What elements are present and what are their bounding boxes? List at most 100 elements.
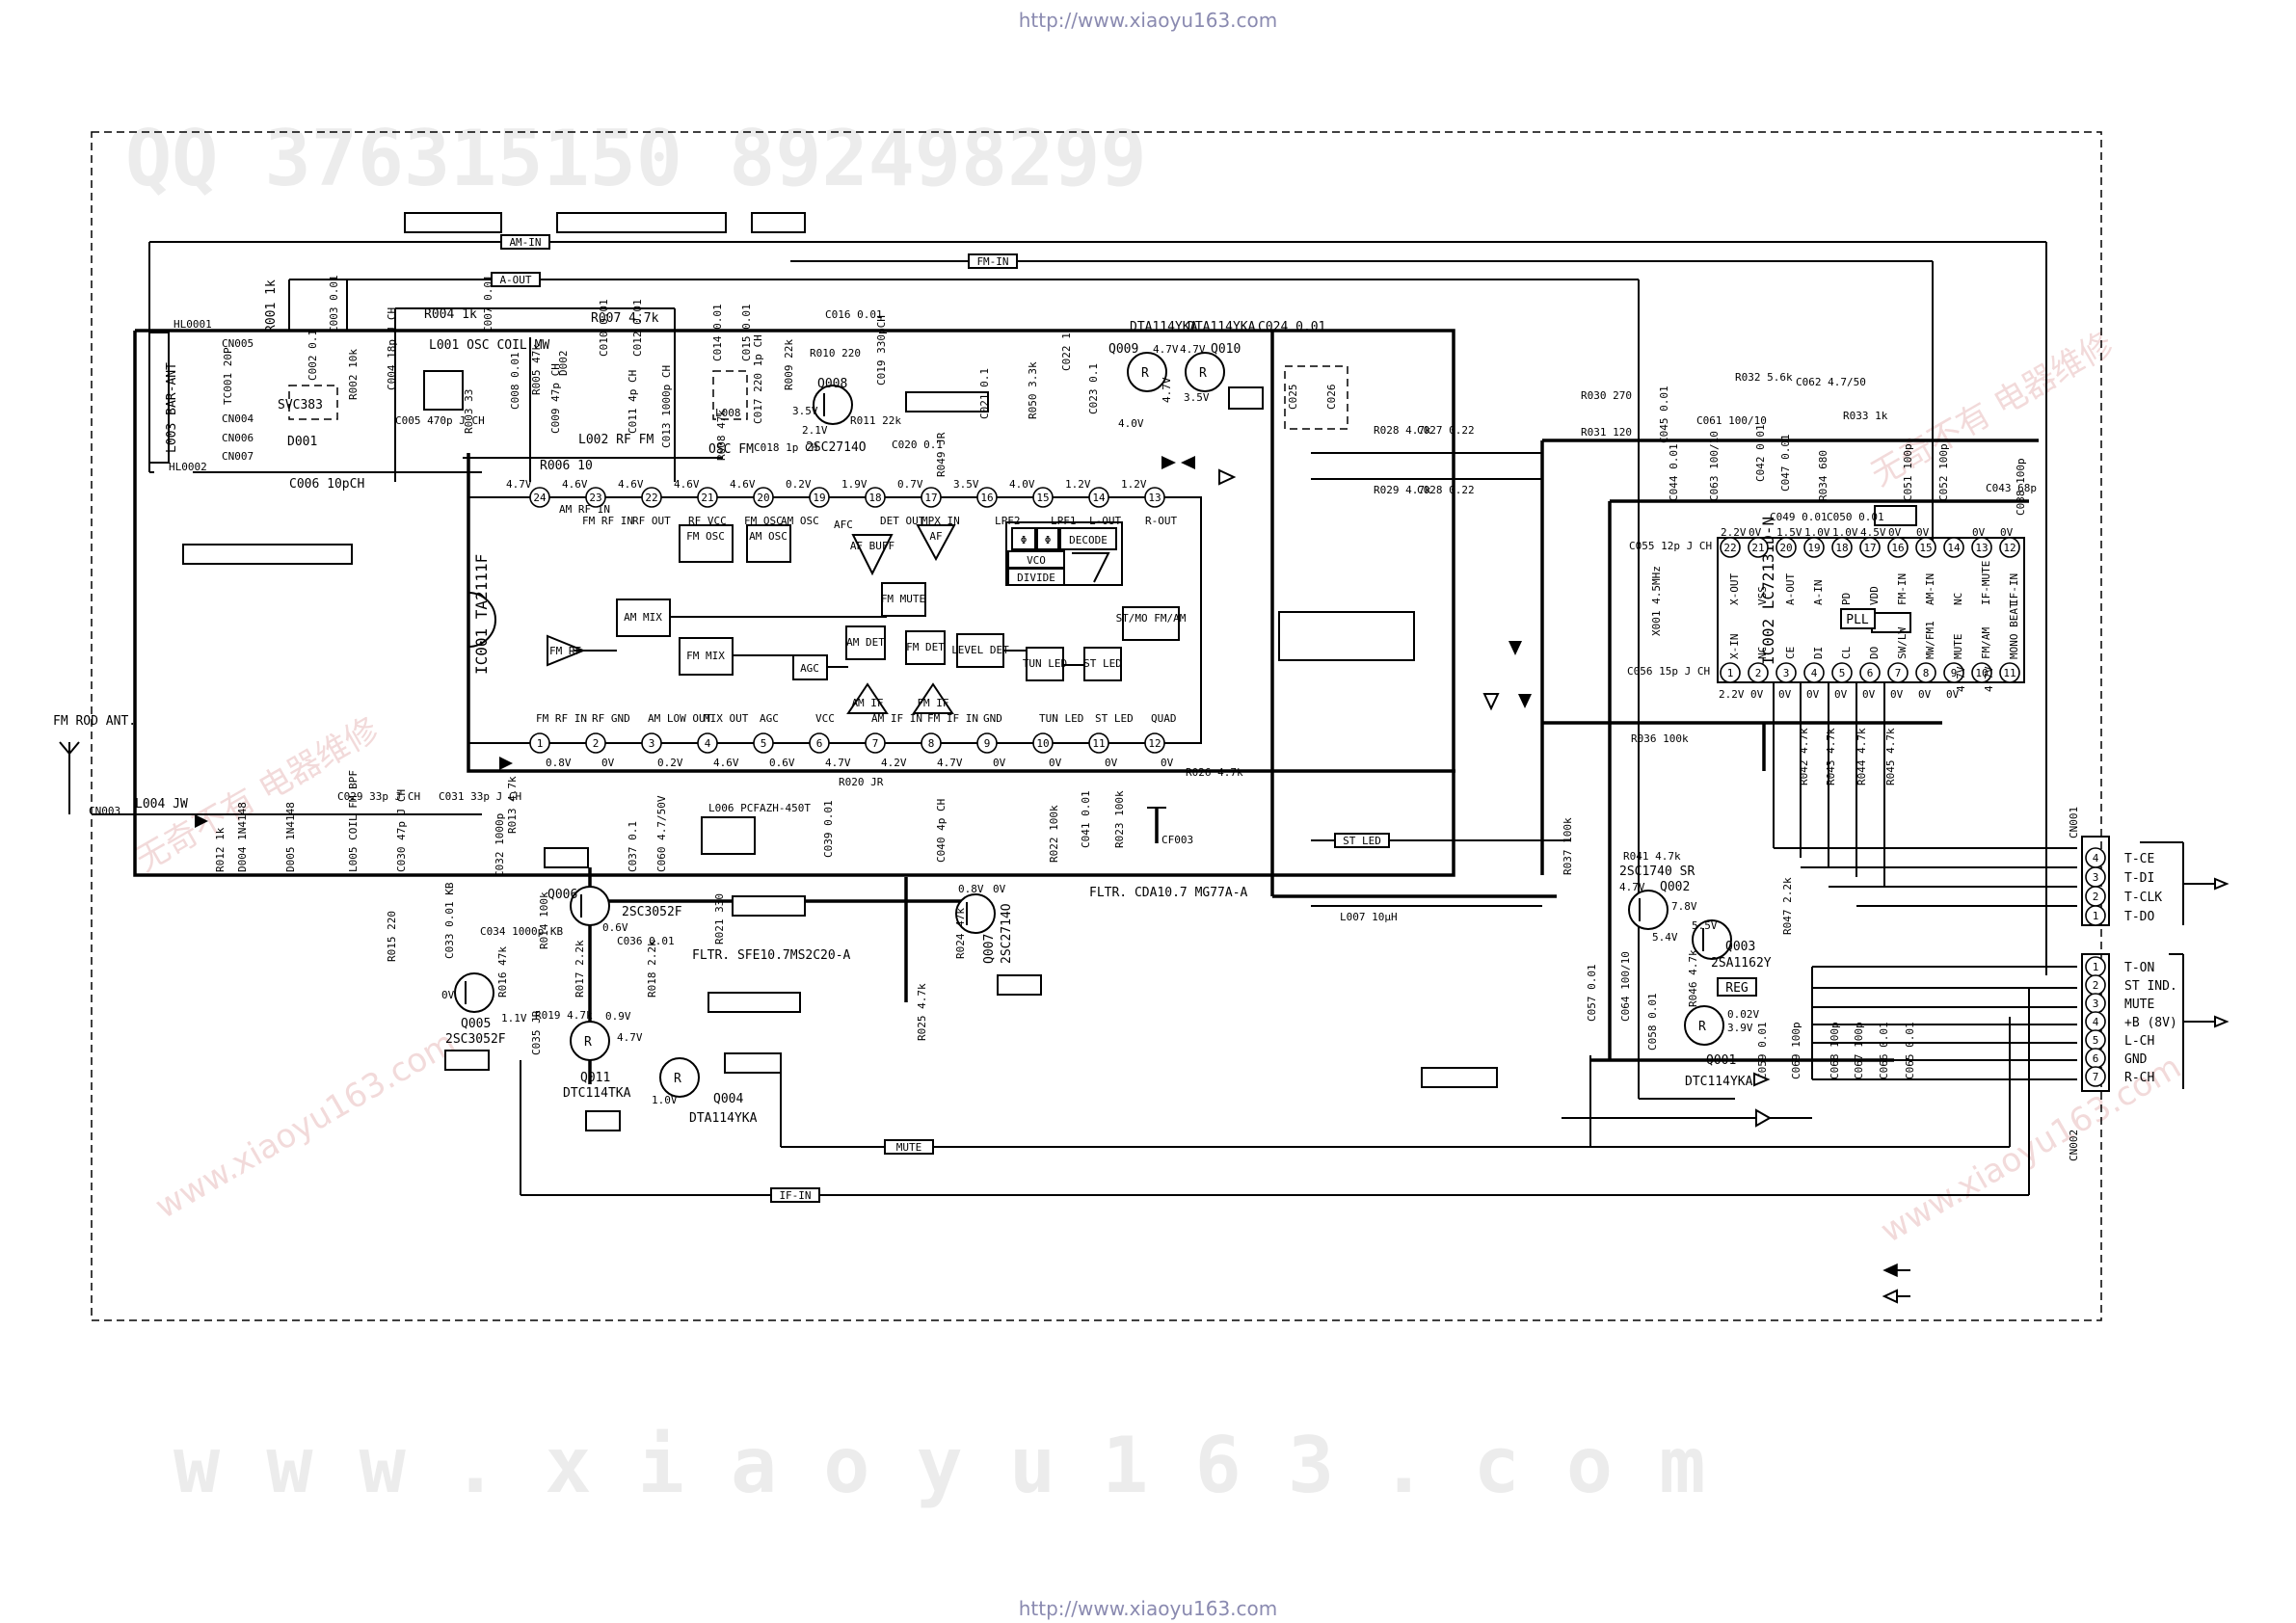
svg-text:R020 JR: R020 JR bbox=[839, 776, 884, 788]
svg-text:14: 14 bbox=[1092, 492, 1106, 504]
svg-text:1.0V: 1.0V bbox=[1804, 526, 1830, 539]
svg-text:C032 1000p: C032 1000p bbox=[494, 813, 506, 877]
svg-text:5: 5 bbox=[761, 737, 767, 750]
transistor-q008: Q008 2SC2714O 3.5V 2.1V bbox=[792, 377, 867, 455]
svg-text:GND: GND bbox=[983, 712, 1002, 725]
svg-text:FM IF IN: FM IF IN bbox=[927, 712, 978, 725]
svg-text:IF-IN: IF-IN bbox=[2008, 573, 2020, 605]
watermark-site-small-1: www.xiaoyu163.com bbox=[149, 1024, 463, 1227]
svg-text:C009 47p CH: C009 47p CH bbox=[549, 363, 562, 434]
svg-text:Q010: Q010 bbox=[1211, 342, 1241, 357]
svg-text:C023 0.1: C023 0.1 bbox=[1087, 363, 1100, 414]
ic001-label: IC001 TA2111F bbox=[472, 554, 491, 675]
svg-text:1.5V: 1.5V bbox=[1776, 526, 1802, 539]
svg-text:X-IN: X-IN bbox=[1728, 634, 1741, 660]
svg-text:Q003: Q003 bbox=[1725, 940, 1755, 954]
svg-text:4.7V: 4.7V bbox=[506, 478, 532, 491]
svg-text:18: 18 bbox=[1835, 542, 1848, 554]
svg-text:5: 5 bbox=[2093, 1034, 2099, 1047]
svg-text:SVC383: SVC383 bbox=[278, 398, 323, 412]
bottom-url[interactable]: http://www.xiaoyu163.com bbox=[1019, 1597, 1278, 1620]
transistor-q002: 2SC1740 SR Q002 4.7V 7.8V bbox=[1619, 865, 1697, 930]
parts-top-left: R001 1k C003 0.01 R004 1k C007 0.01 R007… bbox=[165, 275, 673, 492]
svg-text:L-OUT: L-OUT bbox=[1089, 515, 1121, 527]
svg-text:L008: L008 bbox=[715, 407, 741, 419]
svg-text:DTC114YKA: DTC114YKA bbox=[1685, 1075, 1753, 1089]
svg-text:DI: DI bbox=[1812, 647, 1825, 659]
svg-text:4.0V: 4.0V bbox=[1118, 417, 1144, 430]
svg-text:FLTR. CDA10.7 MG77A-A: FLTR. CDA10.7 MG77A-A bbox=[1089, 886, 1248, 900]
svg-text:4.6V: 4.6V bbox=[674, 478, 700, 491]
svg-text:3.5V: 3.5V bbox=[1184, 391, 1210, 404]
svg-text:AM OSC: AM OSC bbox=[781, 515, 819, 527]
svg-text:20: 20 bbox=[1779, 542, 1792, 554]
svg-text:DO: DO bbox=[1868, 647, 1881, 659]
svg-text:4.7V: 4.7V bbox=[937, 757, 963, 769]
svg-text:CF003: CF003 bbox=[1161, 834, 1193, 846]
svg-text:C031 33p J CH: C031 33p J CH bbox=[439, 790, 521, 803]
top-url[interactable]: http://www.xiaoyu163.com bbox=[1019, 9, 1278, 32]
svg-text:R017 2.2k: R017 2.2k bbox=[574, 940, 586, 998]
svg-text:SW/LW: SW/LW bbox=[1896, 627, 1909, 659]
svg-text:2: 2 bbox=[2093, 979, 2099, 992]
transistor-q006: Q006 2SC3052F 0.6V bbox=[547, 886, 682, 934]
svg-text:15: 15 bbox=[1919, 542, 1932, 554]
svg-text:6: 6 bbox=[1867, 667, 1874, 679]
svg-text:1.2V: 1.2V bbox=[1121, 478, 1147, 491]
svg-text:5.4V: 5.4V bbox=[1652, 931, 1678, 944]
svg-text:R018 2.2k: R018 2.2k bbox=[646, 940, 658, 998]
svg-text:Q004: Q004 bbox=[713, 1092, 743, 1106]
svg-text:C004 18p J CH: C004 18p J CH bbox=[386, 307, 398, 390]
svg-text:D005 1N4148: D005 1N4148 bbox=[284, 802, 297, 872]
svg-text:AFC: AFC bbox=[834, 519, 853, 531]
svg-text:6: 6 bbox=[816, 737, 823, 750]
svg-text:Q008: Q008 bbox=[817, 377, 847, 391]
svg-text:4.5V: 4.5V bbox=[1860, 526, 1886, 539]
svg-text:LPF1: LPF1 bbox=[1051, 515, 1077, 527]
svg-text:0.02V: 0.02V bbox=[1727, 1008, 1759, 1021]
svg-text:2.1V: 2.1V bbox=[802, 424, 828, 437]
svg-text:4: 4 bbox=[2093, 1016, 2099, 1028]
svg-text:10: 10 bbox=[1036, 737, 1049, 750]
svg-text:16: 16 bbox=[980, 492, 993, 504]
svg-text:4.7V: 4.7V bbox=[1153, 343, 1179, 356]
svg-text:PD: PD bbox=[1840, 593, 1853, 605]
svg-text:0V: 0V bbox=[1806, 688, 1820, 701]
svg-text:IF-IN: IF-IN bbox=[779, 1189, 811, 1202]
svg-text:R016 47k: R016 47k bbox=[496, 946, 509, 998]
svg-text:0V: 0V bbox=[1161, 757, 1174, 769]
svg-text:7: 7 bbox=[1895, 667, 1902, 679]
svg-text:R: R bbox=[1698, 1020, 1706, 1034]
svg-text:13: 13 bbox=[1148, 492, 1161, 504]
svg-text:X-OUT: X-OUT bbox=[1728, 573, 1741, 605]
svg-text:0V: 0V bbox=[1946, 688, 1960, 701]
parts-right: R030 270 C045 0.01 R031 120 R032 5.6k C0… bbox=[1562, 371, 2037, 1079]
svg-text:C017 220 1p CH: C017 220 1p CH bbox=[752, 334, 764, 424]
svg-text:FM DET: FM DET bbox=[906, 641, 945, 653]
svg-text:5.5V: 5.5V bbox=[1692, 919, 1718, 932]
svg-text:AM IF IN: AM IF IN bbox=[871, 712, 922, 725]
svg-text:D001: D001 bbox=[287, 435, 317, 449]
svg-text:D002: D002 bbox=[557, 351, 570, 377]
svg-text:3: 3 bbox=[649, 737, 655, 750]
svg-text:FM/AM: FM/AM bbox=[1980, 627, 1992, 659]
svg-text:TUN LED: TUN LED bbox=[1039, 712, 1083, 725]
svg-text:7.8V: 7.8V bbox=[1671, 900, 1697, 913]
svg-text:R001 1k: R001 1k bbox=[264, 279, 279, 333]
svg-text:CN002: CN002 bbox=[2068, 1130, 2080, 1161]
svg-text:22: 22 bbox=[1723, 542, 1736, 554]
svg-text:4: 4 bbox=[705, 737, 711, 750]
svg-text:20: 20 bbox=[757, 492, 769, 504]
svg-text:R029 4.7k: R029 4.7k bbox=[1374, 484, 1431, 496]
svg-text:CN004: CN004 bbox=[222, 412, 254, 425]
svg-text:R019 4.7k: R019 4.7k bbox=[535, 1009, 593, 1022]
svg-text:1.2V: 1.2V bbox=[1065, 478, 1091, 491]
svg-text:0.8V: 0.8V bbox=[958, 883, 984, 895]
right-wiring bbox=[1562, 682, 2077, 1128]
svg-text:0V: 0V bbox=[1105, 757, 1118, 769]
svg-text:DTA114YKA: DTA114YKA bbox=[689, 1111, 758, 1126]
svg-text:C066 0.01: C066 0.01 bbox=[1878, 1022, 1890, 1079]
svg-text:IF-MUTE: IF-MUTE bbox=[1980, 561, 1992, 605]
